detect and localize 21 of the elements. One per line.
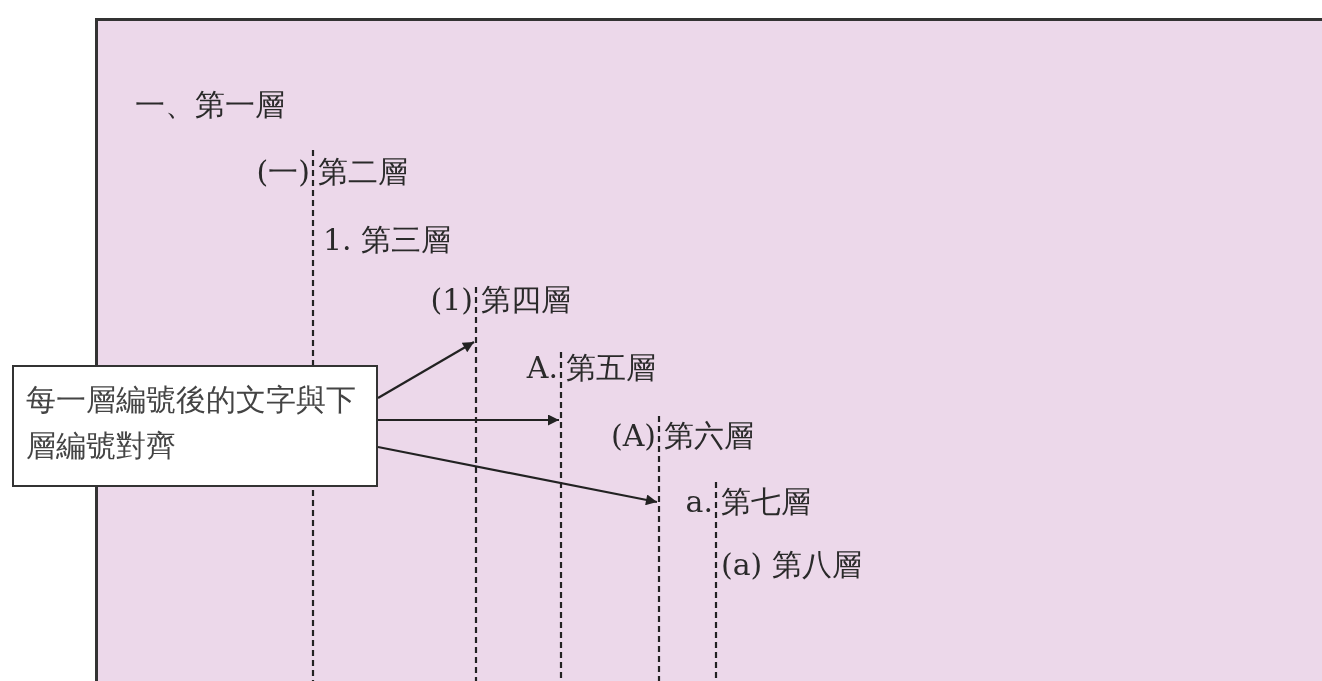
outline-item: a. <box>685 484 713 520</box>
outline-item: 第六層 <box>664 418 754 454</box>
outline-item: A. <box>526 350 558 386</box>
arrow <box>378 414 559 426</box>
dashed-line <box>714 482 718 681</box>
outline-item: (A) <box>610 418 656 454</box>
arrow <box>377 445 658 506</box>
dashed-line <box>474 287 478 681</box>
outline-item: (1) <box>430 282 473 318</box>
outline-item: 第七層 <box>721 484 811 520</box>
outline-item: 1. 第三層 <box>323 222 452 258</box>
outline-item: 一、第一層 <box>135 87 285 123</box>
outline-item: (a) 第八層 <box>721 547 862 583</box>
callout-box: 每一層編號後的文字與下層編號對齊 <box>12 365 378 487</box>
outline-item: (一) <box>256 154 310 190</box>
outline-item: 第五層 <box>566 350 656 386</box>
outline-item: 第二層 <box>318 154 408 190</box>
dashed-line <box>657 416 661 681</box>
dashed-line <box>559 352 563 681</box>
arrow <box>377 341 475 399</box>
outline-item: 第四層 <box>481 282 571 318</box>
